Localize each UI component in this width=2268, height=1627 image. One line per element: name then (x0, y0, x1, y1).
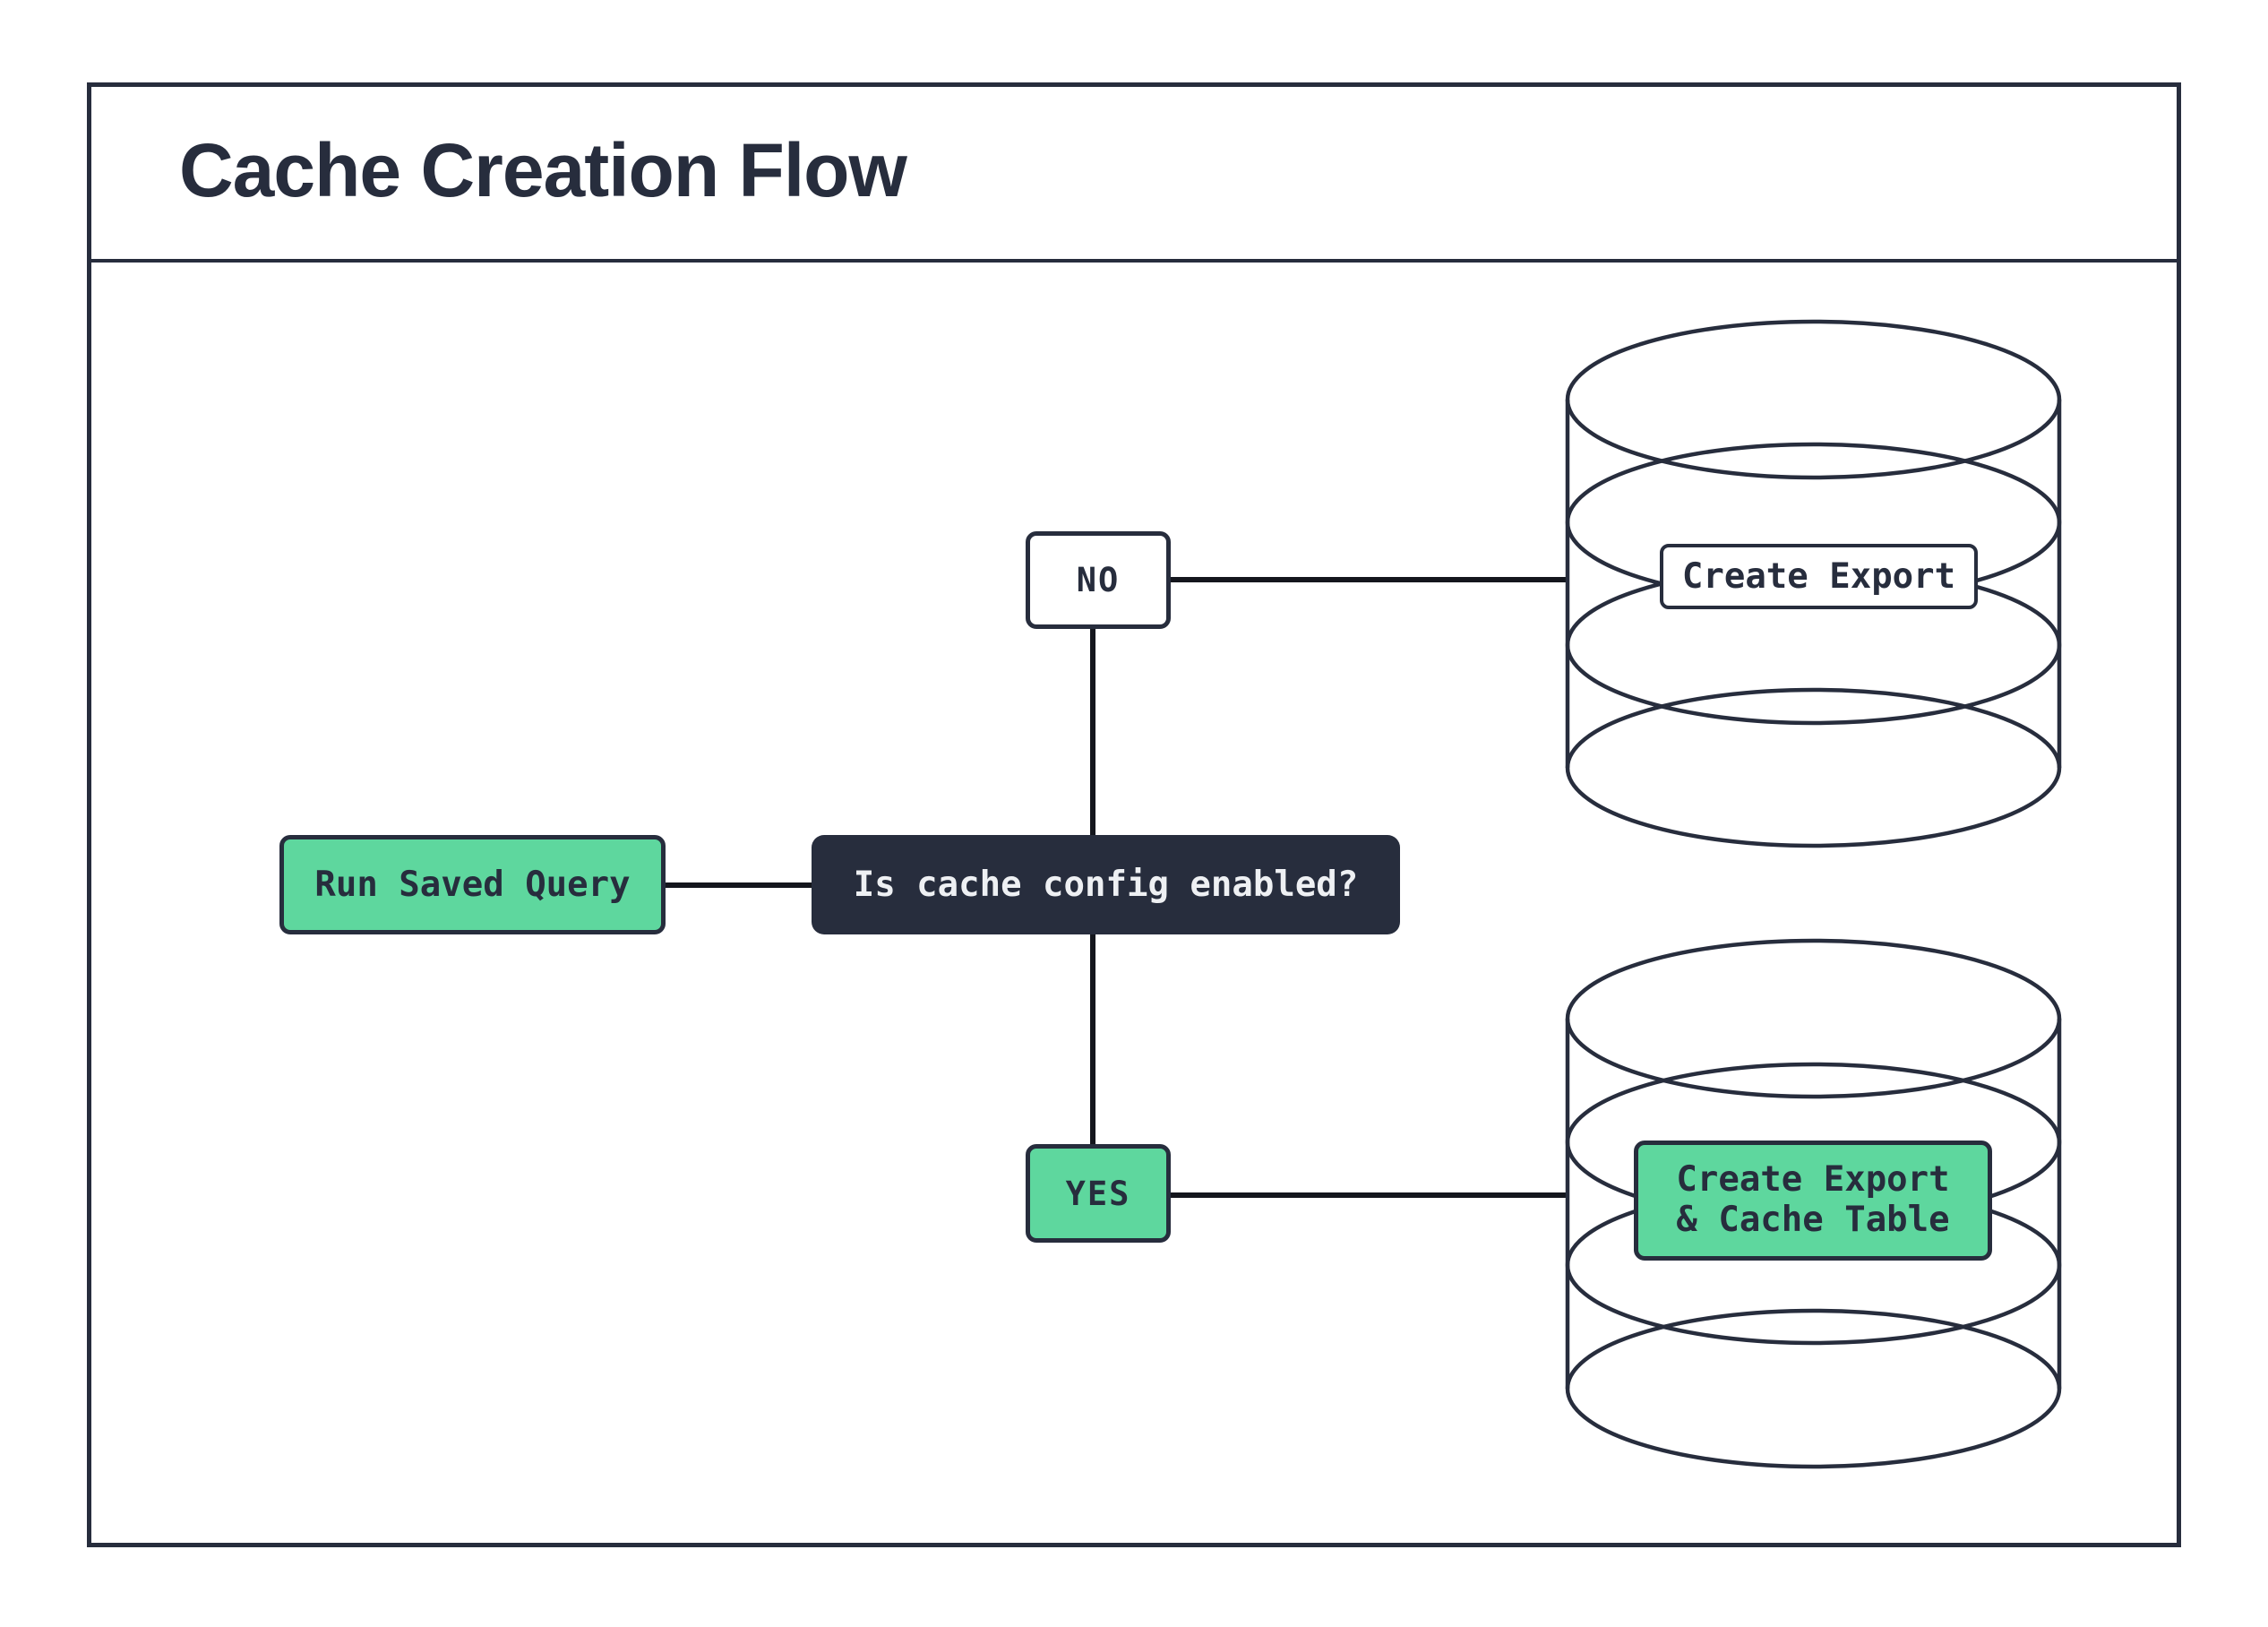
outcome-node-create-export-cache-table: Create Export & Cache Table (1634, 1141, 1992, 1261)
branch-yes-label: YES (1065, 1174, 1131, 1213)
outcome-cache-label-line2: & Cache Table (1676, 1200, 1950, 1240)
start-node-run-saved-query: Run Saved Query (279, 835, 666, 934)
start-node-label: Run Saved Query (314, 865, 631, 905)
branch-node-yes: YES (1026, 1144, 1171, 1243)
title-bar: Cache Creation Flow (87, 82, 2181, 263)
page-title: Cache Creation Flow (179, 128, 907, 212)
decision-node-cache-config: Is cache config enabled? (812, 835, 1400, 934)
branch-node-no: NO (1026, 531, 1171, 629)
branch-no-label: NO (1076, 561, 1121, 599)
outcome-node-create-export: Create Export (1660, 544, 1978, 609)
outcome-create-export-label: Create Export (1681, 556, 1956, 597)
diagram-frame (87, 82, 2181, 1547)
outcome-cache-label-line1: Create Export (1676, 1159, 1950, 1201)
decision-node-label: Is cache config enabled? (853, 865, 1359, 905)
connector-lines (666, 577, 1569, 1198)
